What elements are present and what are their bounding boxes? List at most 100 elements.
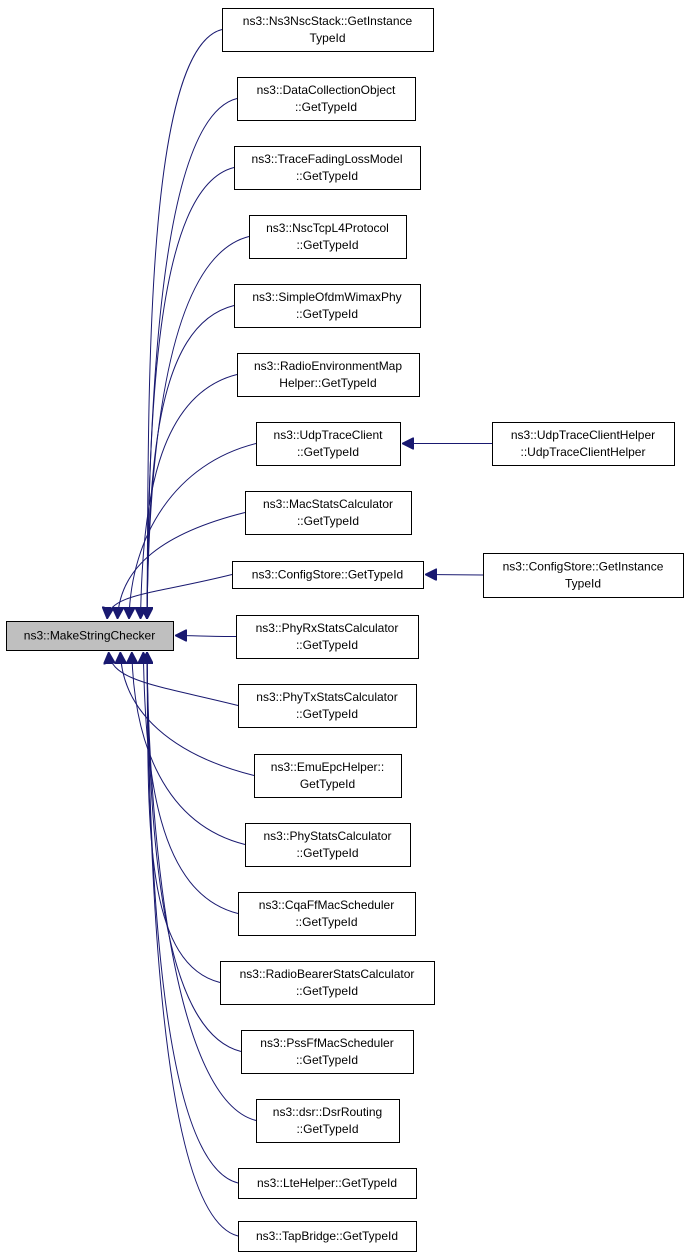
node-box [238,1168,417,1199]
node-label-line: ::GetTypeId [297,514,359,528]
node-n8[interactable]: ns3::MacStatsCalculator::GetTypeId [245,491,412,535]
node-label-line: Helper::GetTypeId [279,376,376,390]
node-label-line: ns3::UdpTraceClient [274,428,384,442]
node-label-line: ns3::ConfigStore::GetInstance [503,560,664,574]
edge-n14-to-root [143,652,239,914]
node-label-line: ns3::EmuEpcHelper:: [271,760,384,774]
node-label-line: ns3::TapBridge::GetTypeId [256,1229,398,1243]
node-root[interactable]: ns3::MakeStringChecker [6,621,174,651]
node-n17[interactable]: ns3::dsr::DsrRouting::GetTypeId [256,1099,400,1143]
node-label-line: ::GetTypeId [296,169,358,183]
node-box [483,553,684,598]
node-box [254,754,402,798]
node-box [249,215,407,259]
node-label-line: ::GetTypeId [296,1122,358,1136]
node-label-line: ns3::RadioEnvironmentMap [254,359,402,373]
node-label-line: ::GetTypeId [296,1053,358,1067]
edge-n13-to-root [132,652,246,845]
node-n10[interactable]: ns3::PhyRxStatsCalculator::GetTypeId [236,615,419,659]
node-box [238,684,417,728]
node-box [241,1030,414,1074]
edge-n3-to-root [147,167,235,620]
node-n2[interactable]: ns3::DataCollectionObject::GetTypeId [237,77,416,121]
node-n15[interactable]: ns3::RadioBearerStatsCalculator::GetType… [220,961,435,1005]
node-label-line: ns3::MacStatsCalculator [263,497,393,511]
edge-n6-to-root [141,374,238,620]
node-box [256,422,401,466]
node-box [236,615,419,659]
node-n12[interactable]: ns3::EmuEpcHelper::GetTypeId [254,754,402,798]
node-box [234,284,421,328]
node-n9[interactable]: ns3::ConfigStore::GetTypeId [232,561,424,589]
node-box [237,353,420,397]
node-label-line: ns3::Ns3NscStack::GetInstance [243,14,413,28]
node-label-line: ns3::PhyTxStatsCalculator [256,690,397,704]
node-label-line: ns3::dsr::DsrRouting [273,1105,382,1119]
node-box [234,146,421,190]
node-n19[interactable]: ns3::TapBridge::GetTypeId [238,1221,417,1252]
node-label-line: TypeId [309,31,345,45]
node-label-line: ::GetTypeId [297,445,359,459]
edge-n12-to-root [120,652,255,776]
node-label-line: ns3::PhyStatsCalculator [263,829,391,843]
edge-n17-to-root [147,652,257,1121]
node-n3[interactable]: ns3::TraceFadingLossModel::GetTypeId [234,146,421,190]
node-box [492,422,675,466]
edge-n11-to-root [109,652,239,706]
node-n4[interactable]: ns3::NscTcpL4Protocol::GetTypeId [249,215,407,259]
node-label-line: ns3::UdpTraceClientHelper [511,428,655,442]
edge-n19-to-root [147,652,239,1237]
node-label-line: TypeId [565,577,601,591]
node-label-line: ns3::PhyRxStatsCalculator [256,621,399,635]
node-n7[interactable]: ns3::UdpTraceClient::GetTypeId [256,422,401,466]
node-label-line: ::GetTypeId [296,238,358,252]
node-box [245,491,412,535]
node-box [238,892,416,936]
node-box [238,1221,417,1252]
edge-n21-to-n9 [425,575,484,576]
node-label-line: ns3::MakeStringChecker [24,629,155,643]
edge-n8-to-root [118,512,246,620]
node-label-line: ::GetTypeId [295,100,357,114]
node-label-line: ::GetTypeId [296,707,358,721]
node-label-line: ns3::NscTcpL4Protocol [266,221,389,235]
node-label-line: ns3::LteHelper::GetTypeId [257,1176,397,1190]
node-label-line: ns3::PssFfMacScheduler [260,1036,393,1050]
node-label-line: ::GetTypeId [296,846,358,860]
node-n14[interactable]: ns3::CqaFfMacScheduler::GetTypeId [238,892,416,936]
node-label-line: GetTypeId [300,777,355,791]
node-box [222,8,434,52]
node-label-line: ns3::CqaFfMacScheduler [259,898,394,912]
edge-n10-to-root [175,636,237,637]
node-label-line: ns3::TraceFadingLossModel [252,152,403,166]
node-n16[interactable]: ns3::PssFfMacScheduler::GetTypeId [241,1030,414,1074]
node-label-line: ::UdpTraceClientHelper [521,445,646,459]
node-label-line: ns3::DataCollectionObject [257,83,396,97]
node-n11[interactable]: ns3::PhyTxStatsCalculator::GetTypeId [238,684,417,728]
edge-n7-to-root [129,443,257,620]
node-label-line: ::GetTypeId [296,307,358,321]
node-n20[interactable]: ns3::UdpTraceClientHelper::UdpTraceClien… [492,422,675,466]
edge-n9-to-root [107,574,233,620]
node-n5[interactable]: ns3::SimpleOfdmWimaxPhy::GetTypeId [234,284,421,328]
node-box [232,561,424,589]
node-label-line: ns3::RadioBearerStatsCalculator [240,967,415,981]
node-label-line: ns3::SimpleOfdmWimaxPhy [252,290,401,304]
node-label-line: ::GetTypeId [295,915,357,929]
node-n18[interactable]: ns3::LteHelper::GetTypeId [238,1168,417,1199]
node-box [256,1099,400,1143]
node-n6[interactable]: ns3::RadioEnvironmentMapHelper::GetTypeI… [237,353,420,397]
node-box [245,823,411,867]
edge-n2-to-root [147,98,238,620]
edge-n5-to-root [147,305,235,620]
edge-n1-to-root [147,29,223,620]
node-n13[interactable]: ns3::PhyStatsCalculator::GetTypeId [245,823,411,867]
node-box [6,621,174,651]
node-box [237,77,416,121]
node-label-line: ::GetTypeId [296,984,358,998]
node-label-line: ns3::ConfigStore::GetTypeId [252,568,403,582]
node-label-line: ::GetTypeId [296,638,358,652]
